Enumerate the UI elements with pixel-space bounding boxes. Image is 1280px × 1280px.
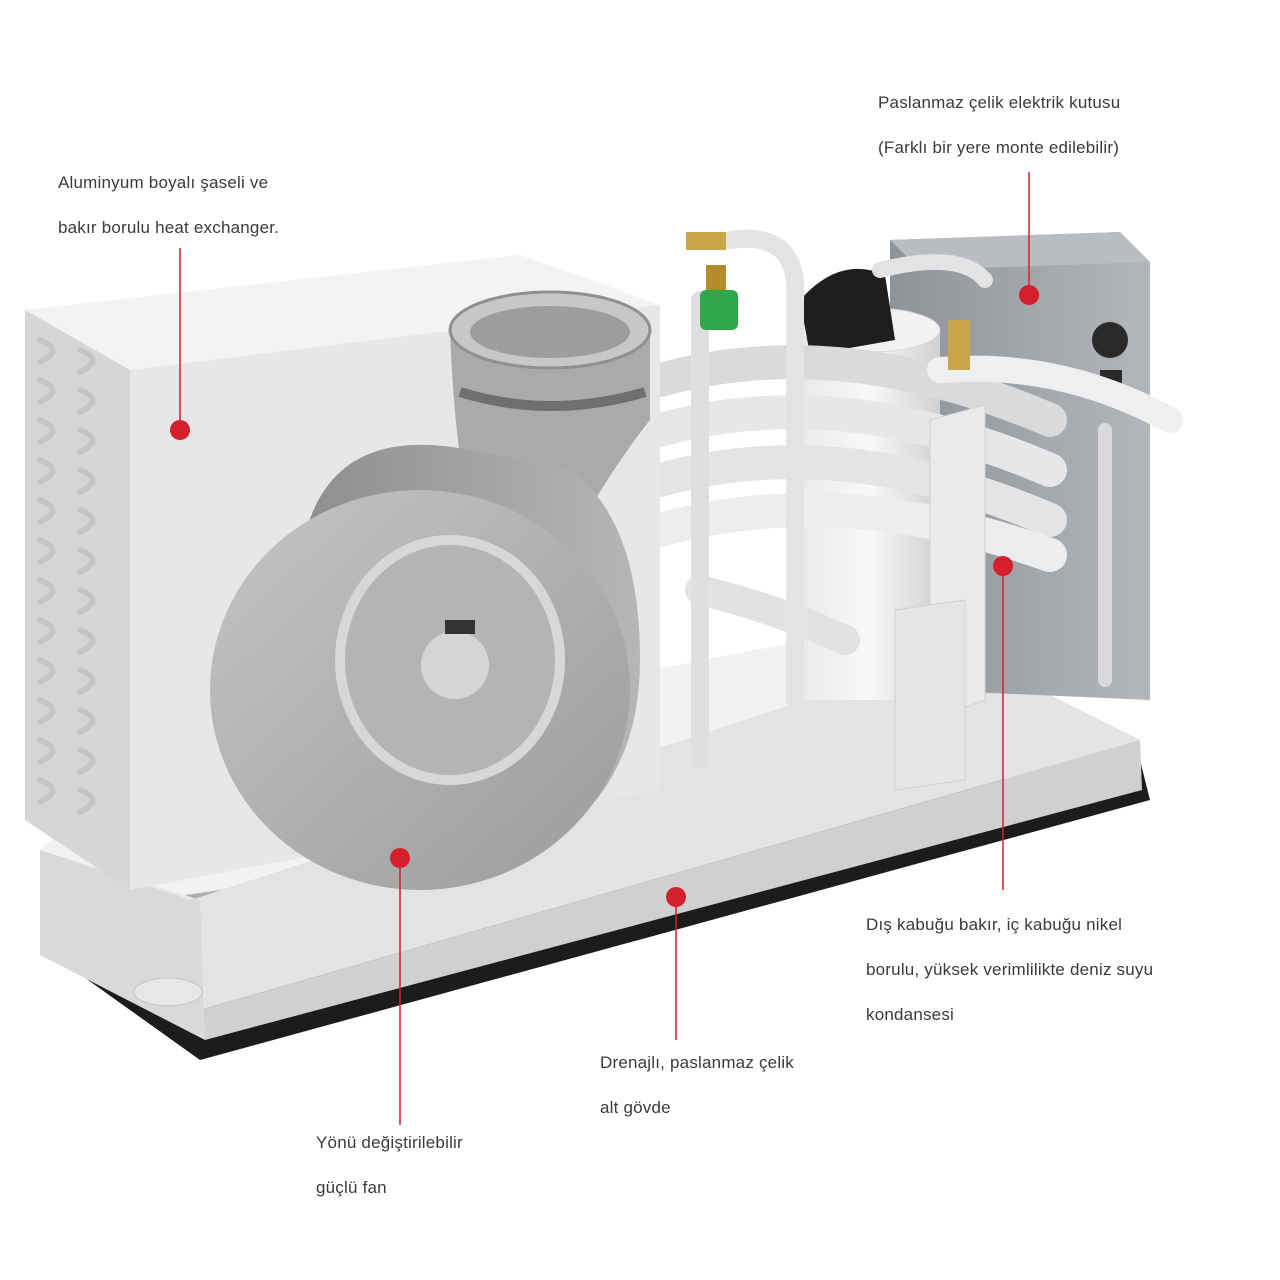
callout-dot-electric-box	[1019, 285, 1039, 305]
callout-line: Paslanmaz çelik elektrik kutusu	[878, 93, 1121, 112]
callout-line: bakır borulu heat exchanger.	[58, 218, 280, 237]
callout-line: Yönü değiştirilebilir	[316, 1133, 463, 1152]
callout-line: borulu, yüksek verimlilikte deniz suyu	[866, 960, 1154, 979]
callout-label-base: Drenajlı, paslanmaz çelik alt gövde	[600, 1040, 794, 1130]
callout-line: güçlü fan	[316, 1178, 387, 1197]
callout-dot-condenser	[993, 556, 1013, 576]
callout-label-heat-exchanger: Aluminyum boyalı şaseli ve bakır borulu …	[58, 160, 279, 250]
callout-label-fan: Yönü değiştirilebilir güçlü fan	[316, 1120, 463, 1210]
callout-line: Dış kabuğu bakır, iç kabuğu nikel	[866, 915, 1123, 934]
blower-fan	[210, 290, 652, 890]
callout-dot-fan	[390, 848, 410, 868]
callout-leaders	[179, 172, 1030, 1125]
callout-dot-heat-exchanger	[170, 420, 190, 440]
callout-label-condenser: Dış kabuğu bakır, iç kabuğu nikel borulu…	[866, 902, 1153, 1037]
callout-label-electric-box: Paslanmaz çelik elektrik kutusu (Farklı …	[878, 80, 1120, 170]
callout-dots	[170, 285, 1039, 907]
callout-line: alt gövde	[600, 1098, 671, 1117]
callout-line: Aluminyum boyalı şaseli ve	[58, 173, 269, 192]
refrigerant-pipes	[691, 229, 1112, 769]
callout-line: Drenajlı, paslanmaz çelik	[600, 1053, 794, 1072]
mount-bracket	[894, 404, 986, 791]
callout-line: kondansesi	[866, 1005, 955, 1024]
callout-dot-base	[666, 887, 686, 907]
callout-line: (Farklı bir yere monte edilebilir)	[878, 138, 1120, 157]
service-valves	[686, 232, 970, 370]
condenser-coils	[643, 345, 1183, 655]
